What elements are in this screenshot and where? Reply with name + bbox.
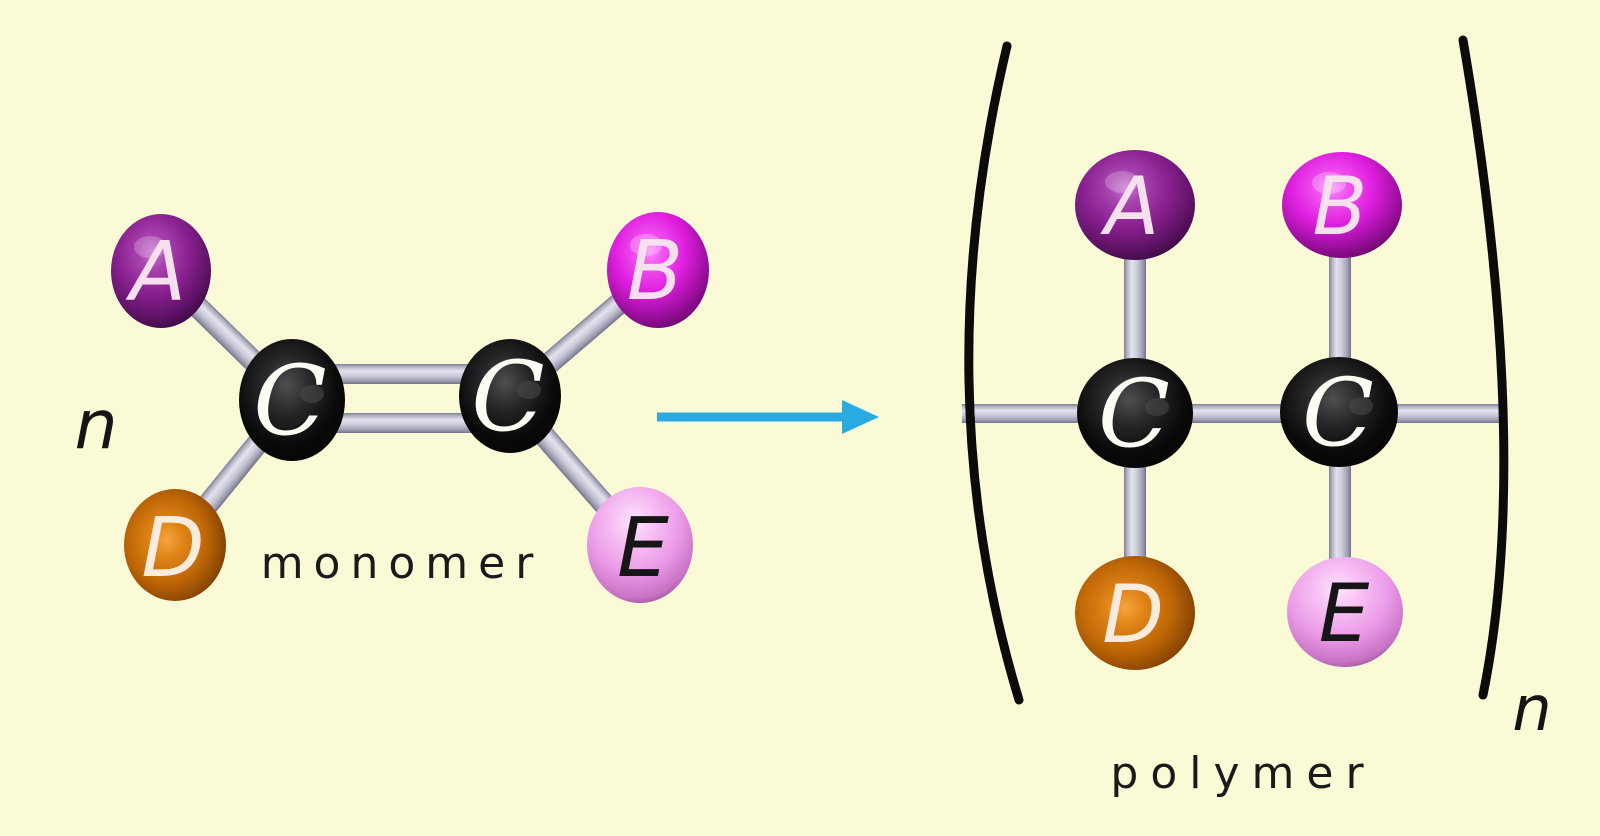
repeat-unit-brackets [964,35,1509,705]
polymer-subscript-n: n [1512,672,1551,745]
reaction-arrow [657,400,879,434]
polymer-atom-e-label: E [1319,567,1370,660]
atom-d-label: D [141,501,204,596]
atom-d-sphere [124,489,226,601]
polymer-atom-c2-label: C [1302,359,1374,468]
polymer-atom-d-sphere [1075,556,1195,670]
right-bracket [1458,35,1509,700]
polymer-atom-c2-gloss [1349,397,1373,415]
reaction-arrow-head-icon [842,400,879,434]
atom-c2-label: C [471,341,544,453]
polymer-atom-e-sphere [1287,557,1403,667]
polymer-atom-c1-label: C [1098,360,1170,469]
polymer-atom-b-gloss [1312,172,1346,194]
atom-b-label: B [627,224,683,319]
monomer-atom-labels: A B C C D E [125,224,683,596]
atom-a-sphere [111,214,211,328]
monomer-caption: monomer [261,538,544,589]
atom-c2-gloss [517,381,541,399]
atom-a-label: A [125,225,186,320]
polymer-chain-bond [962,404,1505,423]
polymer-atoms [1075,150,1403,670]
atom-c1-label: C [253,345,326,457]
polymer-caption: polymer [1110,748,1375,799]
monomer-coefficient-n: n [74,386,117,465]
atom-b-sphere [607,212,709,328]
polymer-atom-c1-gloss [1145,398,1169,416]
polymer-atom-c1-sphere [1077,358,1193,468]
atom-e-sphere [587,487,693,603]
double-bond-bottom [292,413,508,433]
polymer-atom-b-label: B [1313,160,1368,253]
atom-c2-sphere [459,339,561,453]
polymer-atom-c2-sphere [1280,357,1398,467]
atom-c1-gloss [300,385,324,403]
polymer-structure: A B C C D E n polymer [962,35,1552,799]
polymer-atom-a-sphere [1075,150,1195,260]
polymer-atom-d-label: D [1102,568,1164,661]
monomer-structure: n A B C C D [74,212,709,603]
atom-e-label: E [617,501,669,596]
left-bracket [964,41,1024,705]
polymer-atom-labels: A B C C D E [1098,160,1374,661]
polymer-atom-a-label: A [1100,160,1160,253]
polymer-atom-b-sphere [1282,152,1402,258]
atom-b-gloss [630,234,662,256]
monomer-atoms [111,212,709,603]
polymer-atom-a-gloss [1105,171,1139,193]
atom-a-gloss [134,236,166,258]
double-bond-top [292,364,508,384]
atom-c1-sphere [239,339,345,461]
